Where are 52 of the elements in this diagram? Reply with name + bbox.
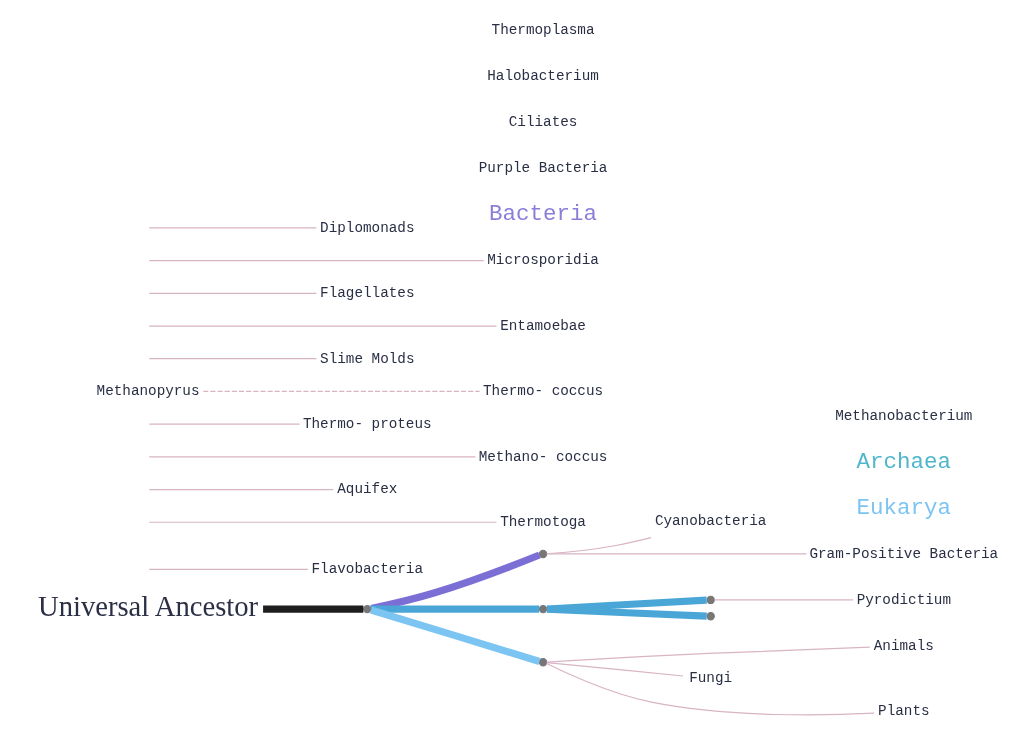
node-text: Slime Molds bbox=[319, 350, 414, 367]
node-text: Flavobacteria bbox=[311, 561, 423, 578]
node-point bbox=[538, 658, 547, 667]
node-point bbox=[538, 549, 547, 559]
node-text: Animals bbox=[873, 637, 934, 654]
node-text: Universal Ancestor bbox=[37, 591, 258, 623]
label: Thermoplasma bbox=[491, 22, 595, 39]
node-text: Thermo- coccus bbox=[482, 383, 603, 400]
node-text: Microsporidia bbox=[486, 252, 599, 269]
connector bbox=[202, 390, 480, 393]
connector bbox=[148, 456, 476, 458]
connector bbox=[370, 605, 539, 613]
connector bbox=[148, 488, 334, 491]
connector bbox=[545, 646, 870, 663]
label: Ciliates bbox=[508, 114, 577, 131]
connector bbox=[148, 325, 497, 327]
label: Halobacterium bbox=[486, 68, 599, 85]
connector bbox=[148, 292, 317, 294]
connector bbox=[148, 227, 317, 229]
connector bbox=[148, 521, 497, 523]
label: Archaea bbox=[856, 448, 951, 475]
node-point bbox=[706, 595, 715, 605]
node-text: Flagellates bbox=[319, 285, 414, 302]
connector bbox=[369, 606, 540, 665]
node-point bbox=[706, 612, 715, 621]
connector bbox=[148, 358, 317, 360]
label: Bacteria bbox=[488, 201, 597, 228]
node-text: Fungi bbox=[688, 670, 732, 687]
node-text: Diplomonads bbox=[319, 219, 414, 236]
connector bbox=[148, 423, 300, 425]
node-text: Thermotoga bbox=[499, 514, 586, 531]
node-text: Entamoebae bbox=[499, 317, 586, 334]
node-text: Thermo- proteus bbox=[302, 415, 432, 432]
connector bbox=[713, 599, 854, 601]
node-text: Gram-Positive Bacteria bbox=[808, 545, 998, 562]
node-text: Cyanobacteria bbox=[654, 513, 766, 530]
connector bbox=[545, 661, 684, 677]
label: Methanobacterium bbox=[834, 407, 972, 424]
connector bbox=[148, 568, 309, 570]
label: Eukarya bbox=[856, 494, 951, 521]
label: Purple Bacteria bbox=[478, 160, 607, 177]
node-text: Aquifex bbox=[336, 481, 397, 498]
node-point bbox=[362, 604, 371, 614]
node-point bbox=[538, 604, 547, 614]
node-text: Plants bbox=[877, 703, 930, 720]
node-text: Methanopyrus bbox=[96, 383, 200, 400]
connector bbox=[545, 553, 807, 555]
connector bbox=[148, 260, 484, 262]
node-text: Pyrodictium bbox=[856, 591, 951, 608]
connector bbox=[369, 551, 541, 613]
node-text: Methano- coccus bbox=[478, 448, 607, 465]
connector bbox=[545, 662, 875, 716]
